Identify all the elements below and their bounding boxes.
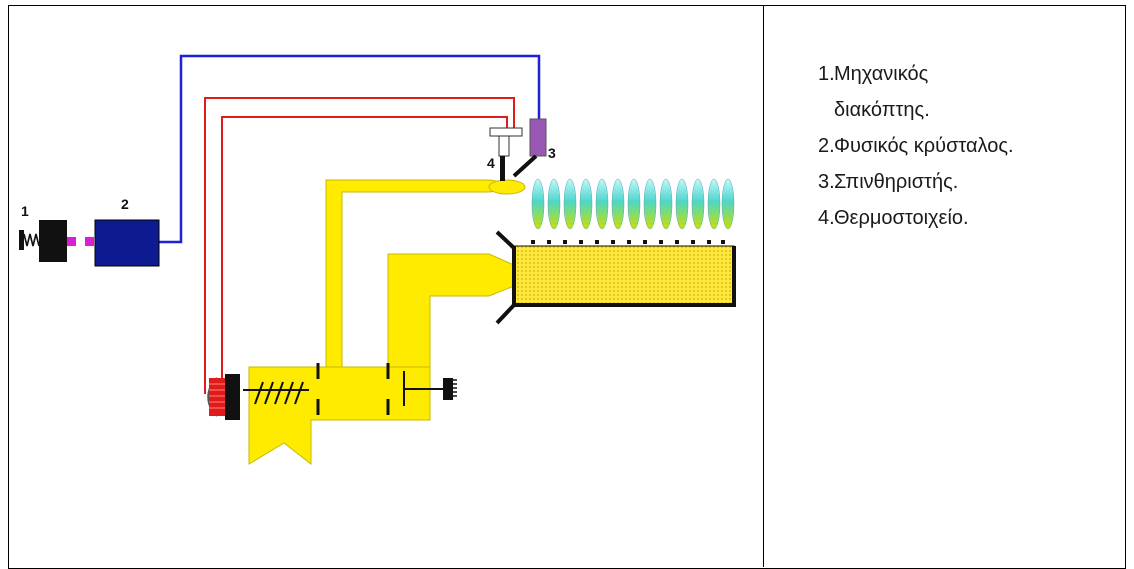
blue-wire: [159, 54, 541, 244]
valve-body: [248, 366, 431, 466]
legend-item-1: 1. Μηχανικός διακόπτης.: [788, 56, 1128, 128]
red-wire-outer: [204, 97, 515, 394]
label-4: 4: [487, 155, 495, 171]
legend-number: 4.: [818, 207, 835, 229]
red-wire-inner: [221, 116, 508, 394]
legend-number: 2.: [818, 135, 835, 157]
burner-gas-line: [387, 253, 515, 368]
legend-number: 3.: [818, 171, 835, 193]
label-1: 1: [21, 203, 29, 219]
legend-text: Σπινθηριστής.: [834, 171, 959, 193]
burner-flames: [531, 178, 735, 244]
gas-ignition-diagram: 1 2 4: [19, 54, 736, 466]
legend-list: 1. Μηχανικός διακόπτης. 2. Φυσικός κρύστ…: [788, 56, 1128, 236]
label-3: 3: [548, 145, 556, 161]
legend-item-4: 4. Θερμοστοιχείο.: [788, 200, 1128, 236]
legend-item-3: 3. Σπινθηριστής.: [788, 164, 1128, 200]
burner: [495, 230, 736, 325]
label-2: 2: [121, 196, 129, 212]
legend-text: Φυσικός κρύσταλος.: [834, 135, 1014, 157]
pilot-flame: [488, 179, 526, 195]
mechanical-switch: [19, 220, 76, 262]
legend-text: Μηχανικός διακόπτης.: [834, 63, 930, 121]
legend-item-2: 2. Φυσικός κρύσταλος.: [788, 128, 1128, 164]
valve-spring: [243, 381, 309, 405]
adjustment-knob: [403, 371, 457, 406]
column-divider: [763, 5, 764, 567]
piezo-crystal: [85, 219, 160, 267]
electromagnet: [207, 374, 240, 420]
thermocouple: [489, 127, 523, 181]
legend-text: Θερμοστοιχείο.: [834, 207, 969, 229]
spark-igniter: [512, 118, 547, 178]
legend-number: 1.: [818, 63, 835, 85]
